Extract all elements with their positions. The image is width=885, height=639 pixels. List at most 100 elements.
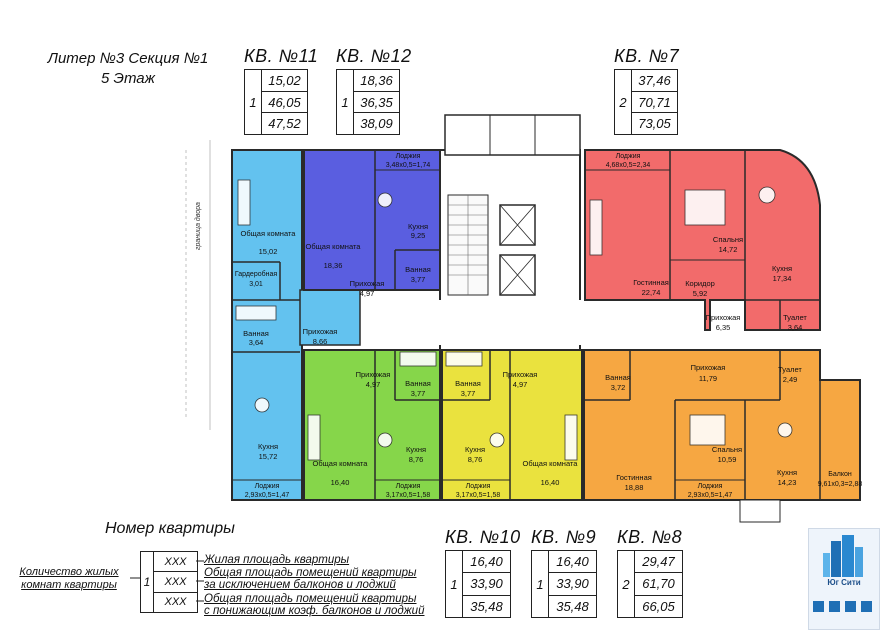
room-name: Прихожая xyxy=(503,370,538,379)
room-area: 8,66 xyxy=(313,337,328,346)
apartment-7-label: КВ. №7 xyxy=(614,46,680,66)
apartment-9-rooms: 1 xyxy=(532,551,549,617)
apartment-11-total: 46,05 xyxy=(262,90,307,113)
room-name: Кухня xyxy=(777,468,797,477)
apartment-10-living: 16,40 xyxy=(470,554,503,570)
sofa-icon-3 xyxy=(307,414,321,461)
apartment-12-area xyxy=(303,149,441,291)
room-name: Ванная xyxy=(405,265,431,274)
table-icon-2 xyxy=(758,186,776,204)
apartment-12-reduced: 38,09 xyxy=(354,112,399,134)
bathtub-icon-2 xyxy=(399,351,437,367)
legend-placeholder-living: XXX xyxy=(164,555,187,568)
room-name: Прихожая xyxy=(303,327,338,336)
room-name: Прихожая xyxy=(350,279,385,288)
apartment-9-label: КВ. №9 xyxy=(531,527,597,547)
room-area: 4,68х0,5=2,34 xyxy=(606,162,651,169)
page-title-floor: 5 Этаж xyxy=(101,70,155,87)
apartment-12-info: 1 18,36 36,35 38,09 xyxy=(336,69,400,135)
sofa-icon-2 xyxy=(237,179,251,226)
bathtub-icon-3 xyxy=(445,351,483,367)
room-area: 15,02 xyxy=(259,247,278,256)
apartment-9-living: 16,40 xyxy=(556,554,589,570)
room-area: 3,77 xyxy=(411,389,426,398)
legend-desc-living: Жилая площадь квартиры xyxy=(204,554,350,566)
legend-rooms-caption: Количество жилых комнат квартиры xyxy=(10,566,128,592)
legend-rooms-caption-line1: Количество жилых xyxy=(19,566,119,578)
legend-rooms-caption-line2: комнат квартиры xyxy=(21,579,117,591)
legend-sample-box: 1 XXX XXX XXX xyxy=(140,551,198,613)
table-icon-3 xyxy=(377,432,393,448)
legend-desc-total-1: Общая площадь помещений квартиры xyxy=(204,567,417,579)
room-name: Прихожая xyxy=(356,370,391,379)
apartment-12-label: КВ. №12 xyxy=(336,46,412,66)
apartment-11-rooms: 1 xyxy=(245,70,262,134)
room-area: 9,61х0,3=2,88 xyxy=(818,481,863,488)
room-name: Гостинная xyxy=(616,473,652,482)
room-name: Общая комната xyxy=(313,459,369,468)
room-name: Спальня xyxy=(713,235,743,244)
room-name: Лоджия xyxy=(396,153,421,160)
apartment-9-area xyxy=(441,349,583,501)
legend-placeholder-total: XXX xyxy=(154,571,197,591)
logo-icons-row xyxy=(813,601,872,612)
room-area: 10,59 xyxy=(718,455,737,464)
room-area: 11,79 xyxy=(699,374,717,383)
room-name: Лоджия xyxy=(698,483,723,490)
room-name: Кухня xyxy=(465,445,485,454)
room-name: Кухня xyxy=(408,222,428,231)
apartment-8-reduced: 66,05 xyxy=(635,594,682,617)
room-area: 3,17х0,5=1,58 xyxy=(456,492,501,499)
apartment-12-total: 36,35 xyxy=(354,90,399,113)
room-name: Кухня xyxy=(258,442,278,451)
room-area: 3,48х0,5=1,74 xyxy=(386,162,431,169)
logo-name: Юг Сити xyxy=(827,578,861,587)
legend-rooms-value: 1 xyxy=(141,552,154,612)
room-area: 16,40 xyxy=(331,478,350,487)
room-area: 8,76 xyxy=(468,455,483,464)
apartment-7-living: 37,46 xyxy=(638,72,671,88)
room-area: 14,72 xyxy=(719,245,738,254)
apartment-11-info: 1 15,02 46,05 47,52 xyxy=(244,69,308,135)
apartment-7-rooms: 2 xyxy=(615,70,632,134)
room-name: Общая комната xyxy=(306,242,362,251)
room-area: 3,77 xyxy=(461,389,476,398)
apartment-7-total: 70,71 xyxy=(632,90,677,113)
room-area: 22,74 xyxy=(642,288,661,297)
legend-title: Номер квартиры xyxy=(105,520,235,537)
apartment-11-reduced: 47,52 xyxy=(262,112,307,134)
room-area: 4,97 xyxy=(360,289,375,298)
room-name: Туалет xyxy=(783,313,807,322)
room-area: 3,17х0,5=1,58 xyxy=(386,492,431,499)
apartment-8-label: КВ. №8 xyxy=(617,527,683,547)
room-name: Лоджия xyxy=(466,483,491,490)
bed-icon-2 xyxy=(689,414,726,446)
room-name: Коридор xyxy=(685,279,715,288)
page-title-section: Литер №3 Секция №1 xyxy=(47,50,209,67)
apartment-8-info: 2 29,47 61,70 66,05 xyxy=(617,550,683,618)
table-icon-4 xyxy=(489,432,505,448)
developer-logo: Юг Сити xyxy=(808,528,880,630)
room-area: 3,64 xyxy=(249,338,264,347)
room-name: Общая комната xyxy=(523,459,579,468)
sofa-icon xyxy=(589,199,603,256)
apartment-10-area xyxy=(303,349,441,501)
room-area: 9,25 xyxy=(411,231,426,240)
room-name: Ванная xyxy=(243,329,269,338)
room-area: 16,40 xyxy=(541,478,560,487)
legend-desc-total-2: за исключением балконов и лоджий xyxy=(204,579,396,591)
room-area: 14,23 xyxy=(778,478,797,487)
apartment-11-living: 15,02 xyxy=(268,72,301,88)
room-area: 4,97 xyxy=(366,380,381,389)
room-area: 3,72 xyxy=(611,383,626,392)
room-name: Гостинная xyxy=(633,278,669,287)
apartment-7-info: 2 37,46 70,71 73,05 xyxy=(614,69,678,135)
bathtub-icon xyxy=(235,305,277,321)
apartment-9-info: 1 16,40 33,90 35,48 xyxy=(531,550,597,618)
apartment-8-living: 29,47 xyxy=(642,554,675,570)
room-area: 3,01 xyxy=(249,281,263,288)
room-name: Спальня xyxy=(712,445,742,454)
apartment-8-rooms: 2 xyxy=(618,551,635,617)
apartment-9-reduced: 35,48 xyxy=(549,594,596,617)
apartment-12-rooms: 1 xyxy=(337,70,354,134)
